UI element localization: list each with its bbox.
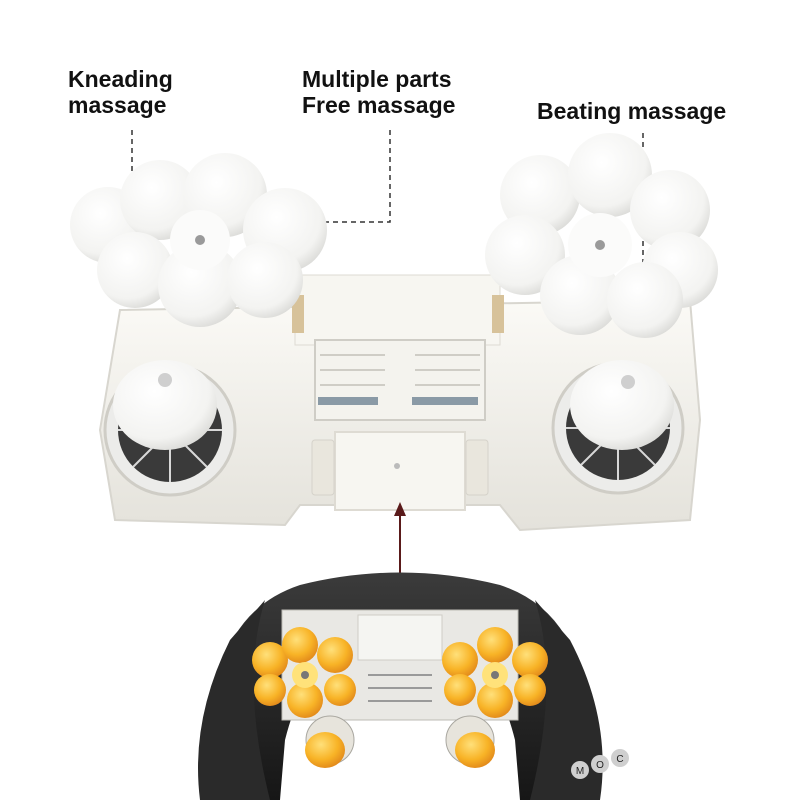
beating-label-line-1: Beating massage — [537, 98, 727, 124]
multiple-parts-label: Multiple parts Free massage — [302, 66, 455, 118]
orange-node-left — [252, 627, 356, 718]
gear-strip-left — [292, 295, 304, 333]
control-buttons: M O C — [571, 749, 629, 779]
white-massage-module — [70, 133, 718, 532]
control-letter-3: C — [616, 754, 623, 765]
window-slot-left — [318, 397, 378, 405]
inner-center-block — [357, 614, 443, 661]
left-round-head — [103, 360, 237, 497]
control-letter-1: M — [576, 766, 584, 777]
window-slot-right — [412, 397, 478, 405]
lower-center-block — [334, 431, 466, 511]
kneading-label-line-2: massage — [68, 92, 167, 118]
kneading-node-left — [70, 153, 327, 327]
kneading-label-line-1: Kneading — [68, 66, 173, 92]
gear-strip-right — [492, 295, 504, 333]
control-button-1 — [571, 761, 589, 779]
control-letter-2: O — [596, 760, 604, 771]
neck-massager-device: M O C — [198, 572, 629, 800]
roller-right — [465, 439, 489, 496]
multiple-label-line-1: Multiple parts — [302, 66, 452, 92]
center-block — [294, 274, 501, 346]
multiple-leader-line — [286, 130, 391, 223]
center-screw-hole — [394, 463, 400, 469]
control-button-3 — [611, 749, 629, 767]
beating-node-right — [485, 133, 718, 338]
multiple-label-line-2: Free massage — [302, 92, 456, 118]
kneading-massage-label: Kneading massage — [68, 66, 173, 118]
orange-head-right — [445, 715, 495, 768]
top-vent-grille — [314, 339, 486, 421]
orange-node-right — [442, 627, 548, 718]
beating-massage-label: Beating massage — [537, 98, 726, 124]
right-round-head — [551, 360, 685, 495]
control-button-2 — [591, 755, 609, 773]
roller-left — [311, 439, 335, 496]
orange-head-left — [305, 715, 355, 768]
inner-vent — [368, 674, 432, 702]
